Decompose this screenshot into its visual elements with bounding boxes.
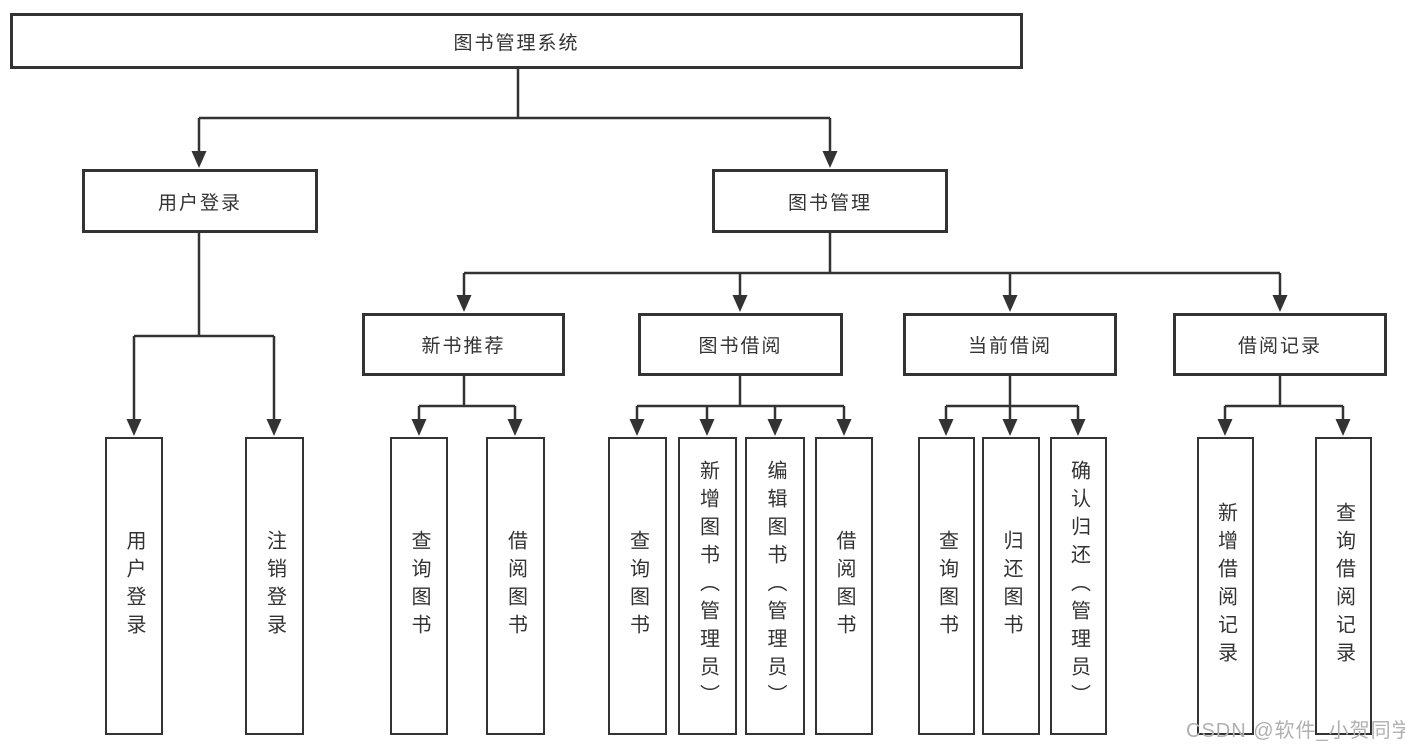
node-borrowing-records-label: 借阅记录: [1237, 336, 1322, 357]
leaf-current-query-books: 查询图书: [918, 437, 975, 735]
leaf-borrowing-query-books: 查询图书: [608, 437, 667, 735]
node-user-login-branch: 用户登录: [82, 169, 318, 233]
node-user-login-branch-label: 用户登录: [157, 192, 242, 214]
leaf-edit-books-admin: 编辑图书（管理员）: [745, 437, 805, 735]
csdn-watermark: CSDN @软件_小贺同学: [1186, 720, 1405, 742]
leaf-logout-label: 注销登录: [263, 530, 286, 642]
leaf-newbook-borrow-books: 借阅图书: [486, 437, 545, 735]
leaf-newbook-query-books: 查询图书: [390, 437, 448, 735]
node-current-borrowing-label: 当前借阅: [967, 336, 1052, 357]
leaf-borrowing-borrow-books: 借阅图书: [815, 437, 873, 735]
leaf-confirm-return-admin-label: 确认归还（管理员）: [1067, 460, 1090, 712]
node-root-system-label: 图书管理系统: [453, 32, 580, 54]
leaf-return-books: 归还图书: [982, 437, 1040, 735]
leaf-user-login: 用户登录: [105, 437, 163, 735]
connector-arrowheads: [126, 151, 1351, 436]
connector-stems: [132, 69, 1345, 422]
node-current-borrowing: 当前借阅: [903, 313, 1117, 376]
leaf-query-borrow-record-label: 查询借阅记录: [1332, 502, 1355, 670]
node-root-system: 图书管理系统: [10, 13, 1023, 69]
leaf-logout: 注销登录: [245, 437, 304, 735]
leaf-add-books-admin-label: 新增图书（管理员）: [696, 460, 719, 712]
leaf-borrowing-query-books-label: 查询图书: [626, 530, 649, 642]
leaf-user-login-label: 用户登录: [123, 530, 145, 642]
leaf-return-books-label: 归还图书: [1000, 530, 1022, 642]
leaf-edit-books-admin-label: 编辑图书（管理员）: [764, 460, 786, 712]
node-borrowing-records: 借阅记录: [1173, 313, 1387, 376]
leaf-newbook-query-books-label: 查询图书: [408, 530, 430, 642]
leaf-add-borrow-record: 新增借阅记录: [1197, 437, 1254, 735]
node-new-book-recommend: 新书推荐: [362, 313, 565, 376]
node-book-borrowing: 图书借阅: [638, 313, 843, 376]
leaf-current-query-books-label: 查询图书: [935, 530, 958, 642]
leaf-borrowing-borrow-books-label: 借阅图书: [833, 530, 855, 642]
leaf-confirm-return-admin: 确认归还（管理员）: [1050, 437, 1107, 735]
leaf-add-books-admin: 新增图书（管理员）: [678, 437, 737, 735]
leaf-add-borrow-record-label: 新增借阅记录: [1214, 502, 1237, 670]
node-book-management: 图书管理: [712, 169, 948, 233]
node-new-book-recommend-label: 新书推荐: [421, 336, 506, 357]
leaf-newbook-borrow-books-label: 借阅图书: [504, 530, 527, 642]
node-book-management-label: 图书管理: [787, 192, 872, 214]
leaf-query-borrow-record: 查询借阅记录: [1315, 437, 1372, 735]
node-book-borrowing-label: 图书借阅: [698, 336, 783, 357]
